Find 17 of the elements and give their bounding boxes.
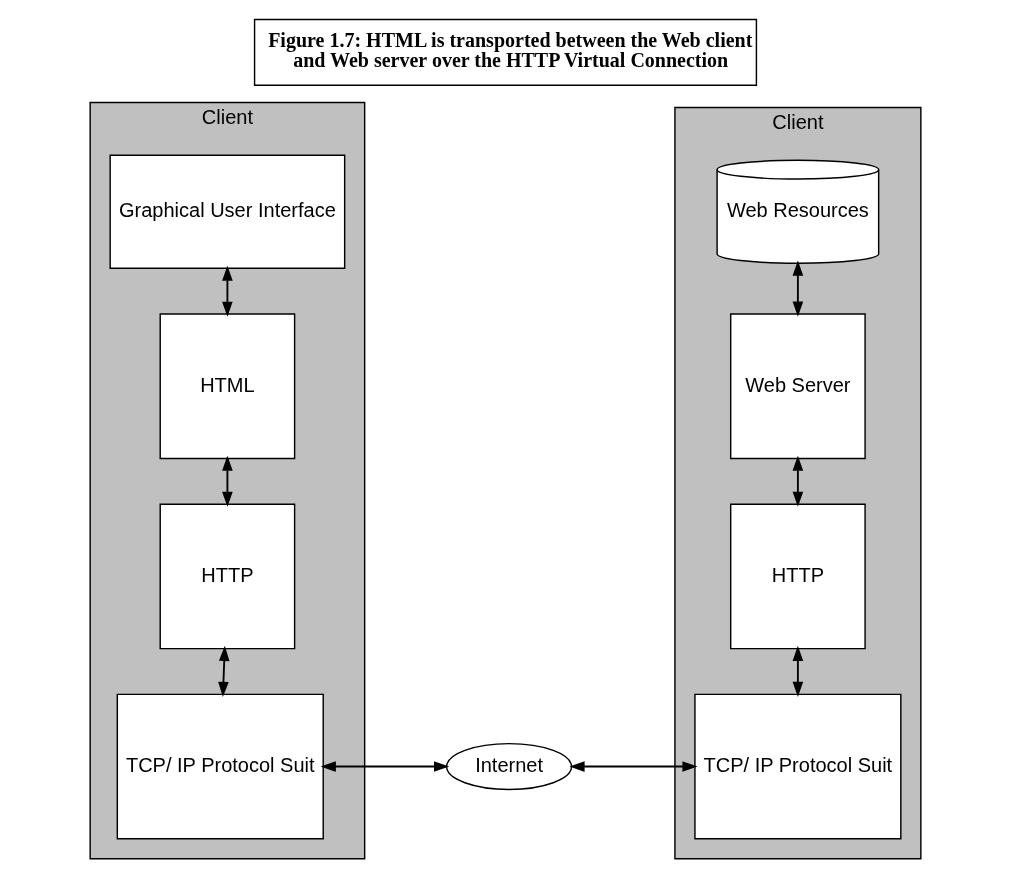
node-box: HTML xyxy=(159,313,296,460)
node-box: HTTP xyxy=(729,503,866,650)
node-box: TCP/ IP Protocol Suit xyxy=(694,693,902,840)
arrow xyxy=(792,260,804,317)
arrow xyxy=(569,761,698,772)
arrow xyxy=(320,761,450,772)
node-box: HTTP xyxy=(159,503,296,650)
arrow xyxy=(218,645,230,698)
arrow xyxy=(222,455,233,507)
arrow xyxy=(792,455,804,507)
node-ellipse: Internet xyxy=(445,742,573,791)
node-box: Graphical User Interface xyxy=(109,154,346,269)
node-box: Web Server xyxy=(729,313,866,460)
node-box: TCP/ IP Protocol Suit xyxy=(116,693,324,840)
arrow xyxy=(222,265,233,317)
diagram-title: Figure 1.7: HTML is transported between the Web client and Web server over the HTTP Virtual Connection xyxy=(268,28,753,71)
arrow xyxy=(792,645,804,698)
